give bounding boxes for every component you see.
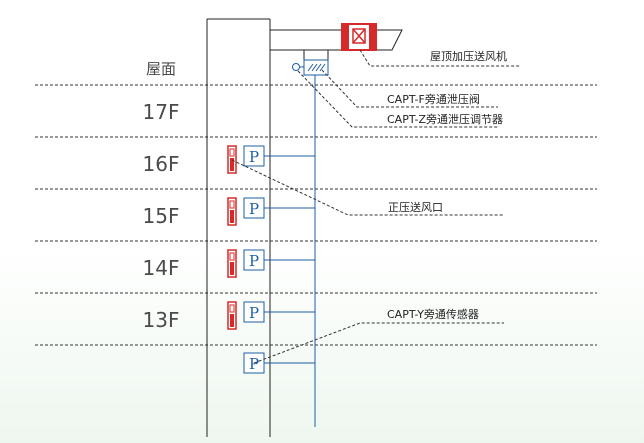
callout-roof-fan: 屋顶加压送风机 (430, 50, 507, 63)
callout-bypass-valve: CAPT-F旁通泄压阀 (387, 93, 480, 106)
svg-text:P: P (249, 252, 259, 270)
floor-label-roof: 屋面 (145, 60, 176, 78)
leader-lines (231, 49, 520, 364)
duct-box (303, 49, 329, 61)
stair-shaft (206, 18, 271, 437)
riser-branches (264, 155, 315, 364)
leader-sensor (253, 322, 504, 364)
floor-label-13f: 13F (142, 308, 180, 332)
floor-label-14f: 14F (142, 256, 180, 280)
svg-text:P: P (249, 304, 259, 322)
pressure-sensors: P P P P P (243, 145, 265, 374)
roof-fan-housing (269, 29, 403, 51)
pressure-sensor-16f: P (243, 145, 265, 167)
supply-outlet-15f (227, 197, 237, 226)
callout-supply-outlet: 正压送风口 (388, 201, 443, 214)
supply-outlets (227, 145, 237, 330)
svg-text:P: P (249, 148, 259, 166)
leader-supply-outlet (231, 159, 504, 216)
leader-bypass-regulator (297, 70, 498, 128)
bypass-valve-icon (307, 63, 326, 72)
leader-bypass-valve (321, 69, 498, 108)
svg-text:P: P (249, 200, 259, 218)
supply-outlet-14f (227, 249, 237, 278)
roof-fan-icon (341, 23, 377, 51)
callout-bypass-regulator: CAPT-Z旁通泄压调节器 (387, 113, 504, 126)
floor-label-17f: 17F (142, 100, 180, 124)
supply-outlet-13f (227, 301, 237, 330)
pressure-sensor-14f: P (243, 249, 265, 271)
leader-fan (359, 49, 520, 67)
bypass-regulator-icon (292, 63, 300, 71)
bypass-valve-box (303, 59, 329, 76)
floor-label-15f: 15F (142, 204, 180, 228)
svg-text:P: P (249, 355, 259, 373)
callout-sensor: CAPT-Y旁通传感器 (387, 308, 479, 321)
pressure-sensor-15f: P (243, 197, 265, 219)
floor-dividers (35, 84, 597, 346)
floor-label-16f: 16F (142, 152, 180, 176)
pressure-sensor-13f: P (243, 301, 265, 323)
supply-outlet-16f (227, 145, 237, 174)
